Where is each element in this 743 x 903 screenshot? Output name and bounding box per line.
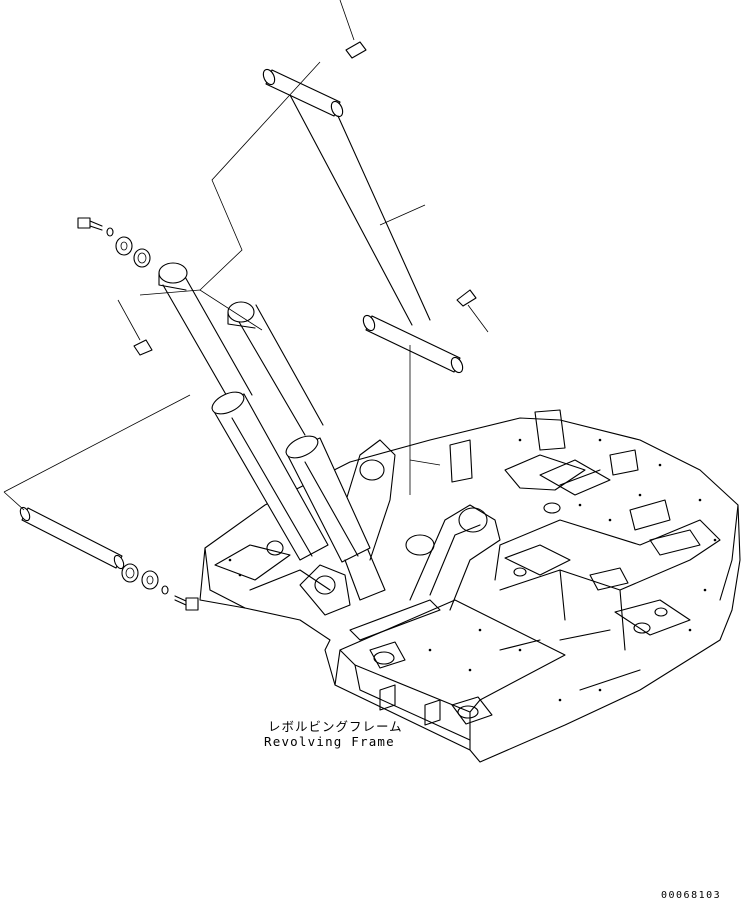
frame-fastener-dots	[228, 438, 717, 702]
revolving-frame	[199, 409, 741, 763]
frame-label-japanese: レボルビングフレーム	[268, 719, 403, 734]
lower-pin	[19, 506, 125, 570]
lower-bolt-set	[121, 563, 199, 611]
grease-fittings	[133, 41, 477, 356]
middle-pin	[362, 314, 464, 374]
leader-lines	[3, 0, 489, 511]
boom-cylinder-right	[227, 301, 386, 601]
upper-pin	[262, 68, 431, 326]
boom-cylinder-left	[158, 262, 329, 561]
frame-label-english: Revolving Frame	[264, 734, 395, 749]
drawing-number: 00068103	[661, 890, 722, 901]
upper-bolt-set	[77, 217, 151, 268]
